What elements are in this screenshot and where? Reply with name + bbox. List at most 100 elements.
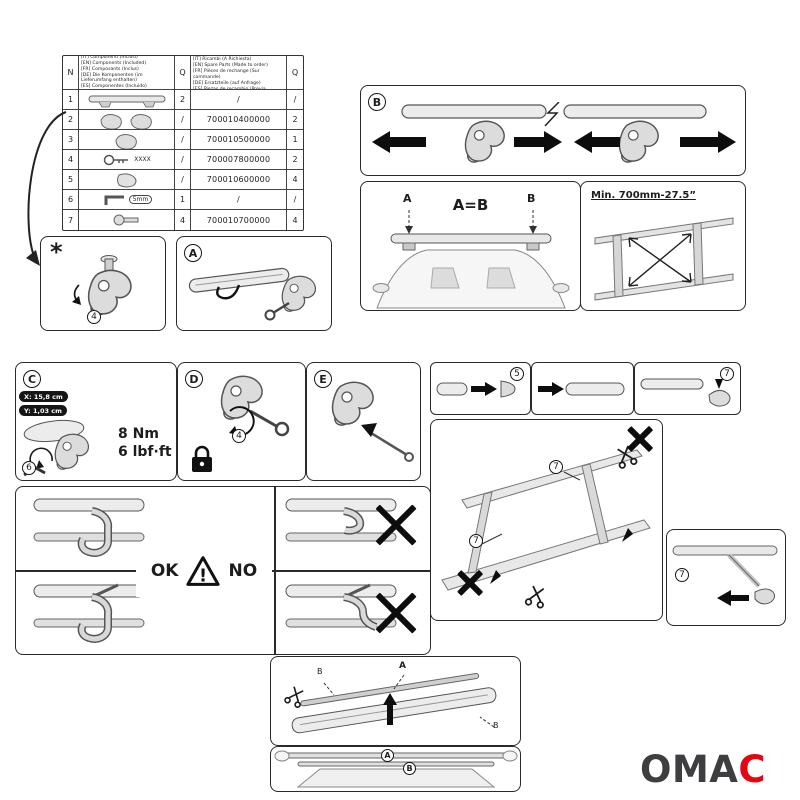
measure-equation: A=B: [452, 196, 489, 214]
part-qty-spare: 2: [292, 155, 298, 164]
part-n: 1: [63, 90, 79, 109]
endcap-push-illustration: [436, 380, 516, 398]
roof-rear-illustration: [274, 750, 518, 788]
table-row: 5 / 700010600000 4: [63, 170, 303, 190]
lock-key-illustration: [192, 375, 290, 472]
col-header-q1: Q: [175, 56, 191, 89]
ok-no-panel: OK ! NO: [15, 486, 431, 655]
part-code: 700010700000: [191, 210, 287, 230]
torque-lbfft: 6 lbf·ft: [118, 444, 172, 461]
ok-no-label: OK ! NO: [136, 545, 272, 597]
part-icon-crossbar: [79, 90, 175, 109]
part-qty: 4: [175, 210, 191, 230]
cross-mark-icon: [374, 503, 418, 547]
part-code: 700010500000: [191, 130, 287, 149]
measure-mark-a: A: [403, 192, 412, 205]
curve-arrow-icon: [26, 111, 67, 266]
endcap-panel-2: [531, 362, 634, 415]
detail-panel-a: A: [176, 236, 332, 331]
part-qty: 1: [175, 190, 191, 209]
part-icon-endcap: [79, 170, 175, 189]
part-qty: 2: [175, 90, 191, 109]
callout-5: 5: [510, 367, 524, 381]
part-qty-spare: 4: [292, 215, 298, 225]
star-label: *: [50, 238, 63, 266]
key-code-note: XXXX: [134, 156, 151, 163]
part-n: 4: [63, 150, 79, 169]
callout-7: 7: [675, 568, 689, 582]
cross-mark-icon: [627, 426, 653, 452]
parts-table: N [IT] Componenti (Inclusi) [EN] Compone…: [62, 55, 304, 231]
min-width-panel: Min. 700mm-27.5”: [580, 181, 746, 311]
strip-mark-b: B: [493, 721, 499, 730]
bar-mark-a: A: [381, 749, 394, 762]
torque-spec: 8 Nm 6 lbf·ft: [118, 425, 172, 461]
strip-cut-panel: A B B: [270, 656, 521, 746]
clamp-wrong-illustration: [285, 583, 397, 631]
part-qty: /: [175, 170, 191, 189]
table-row: 6 5mm 1 / /: [63, 190, 303, 210]
dimension-y-badge: Y: 1,03 cm: [19, 405, 67, 416]
part-code: /: [191, 90, 287, 109]
rail-spacing-illustration: [594, 217, 734, 301]
spare-header-cell: [IT] Ricambi (A Richiesta) [EN] Spare Pa…: [191, 56, 287, 89]
clamp-ok-illustration: [33, 583, 145, 643]
bar-assembly-illustration: [188, 267, 317, 321]
step-panel-e: E: [306, 362, 421, 481]
part-code: /: [191, 190, 287, 209]
logo-text-black: OMA: [640, 748, 739, 791]
callout-4: 4: [87, 310, 101, 324]
measure-panel: A B A=B: [360, 181, 581, 311]
allen-size-note: 5mm: [128, 195, 153, 204]
strip-cut-illustration: [291, 672, 497, 734]
bar-mark-b: B: [403, 762, 416, 775]
rail-cap-detail-illustration: [672, 545, 778, 606]
part-icon-allen-key: 5mm: [79, 190, 175, 209]
ok-text: OK: [150, 561, 179, 581]
part-qty-spare: /: [293, 95, 297, 104]
parts-table-header: N [IT] Componenti (Inclusi) [EN] Compone…: [63, 56, 303, 90]
part-code: 700010400000: [191, 110, 287, 129]
callout-7: 7: [720, 367, 734, 381]
part-code: 700007800000: [191, 150, 287, 169]
detail-panel-star: * 4: [40, 236, 166, 331]
part-qty-spare: 2: [292, 115, 298, 124]
part-qty: /: [175, 130, 191, 149]
part-qty: /: [175, 110, 191, 129]
strip-mark-a: A: [399, 661, 406, 671]
dimension-x-badge: X: 15,8 cm: [19, 391, 68, 402]
clamp-detail-illustration: [72, 255, 132, 316]
rails-mount-illustration: [441, 449, 651, 591]
col-header-n: N: [63, 56, 79, 89]
step-label-c: C: [23, 370, 41, 388]
clamp-wrong-illustration: [285, 498, 397, 542]
endcap-inserted-illustration: [538, 382, 625, 396]
part-qty: /: [175, 150, 191, 169]
part-icon-key: XXXX: [79, 150, 175, 169]
min-width-label: Min. 700mm-27.5”: [591, 190, 696, 201]
callout-7: 7: [549, 460, 563, 474]
measure-mark-b: B: [527, 192, 536, 205]
table-row: 3 / 700010500000 1: [63, 130, 303, 150]
included-header-cell: [IT] Componenti (Inclusi) [EN] Component…: [79, 56, 175, 89]
included-header-text: [IT] Componenti (Inclusi) [EN] Component…: [81, 56, 147, 89]
step-label-d: D: [185, 370, 203, 388]
table-row: 7 4 700010700000 4: [63, 210, 303, 230]
step-label-a: A: [184, 244, 202, 262]
roof-rear-panel: A B: [270, 746, 521, 792]
table-row: 4 XXXX / 700007800000 2: [63, 150, 303, 170]
table-row: 1 2 / /: [63, 90, 303, 110]
warning-triangle-icon: !: [186, 556, 221, 587]
endcap-panel-1: 5: [430, 362, 531, 415]
part-qty-spare: /: [293, 195, 297, 204]
cross-mark-icon: [374, 591, 418, 635]
part-n: 7: [63, 210, 79, 230]
clamp-slide-illustration: [372, 102, 736, 163]
callout-7: 7: [469, 534, 483, 548]
part-code: 700010600000: [191, 170, 287, 189]
part-qty-spare: 4: [292, 175, 298, 184]
spare-header-text: [IT] Ricambi (A Richiesta) [EN] Spare Pa…: [193, 57, 268, 89]
rail-cap-detail-panel: 7: [666, 529, 786, 626]
cross-mark-icon: [457, 570, 483, 596]
